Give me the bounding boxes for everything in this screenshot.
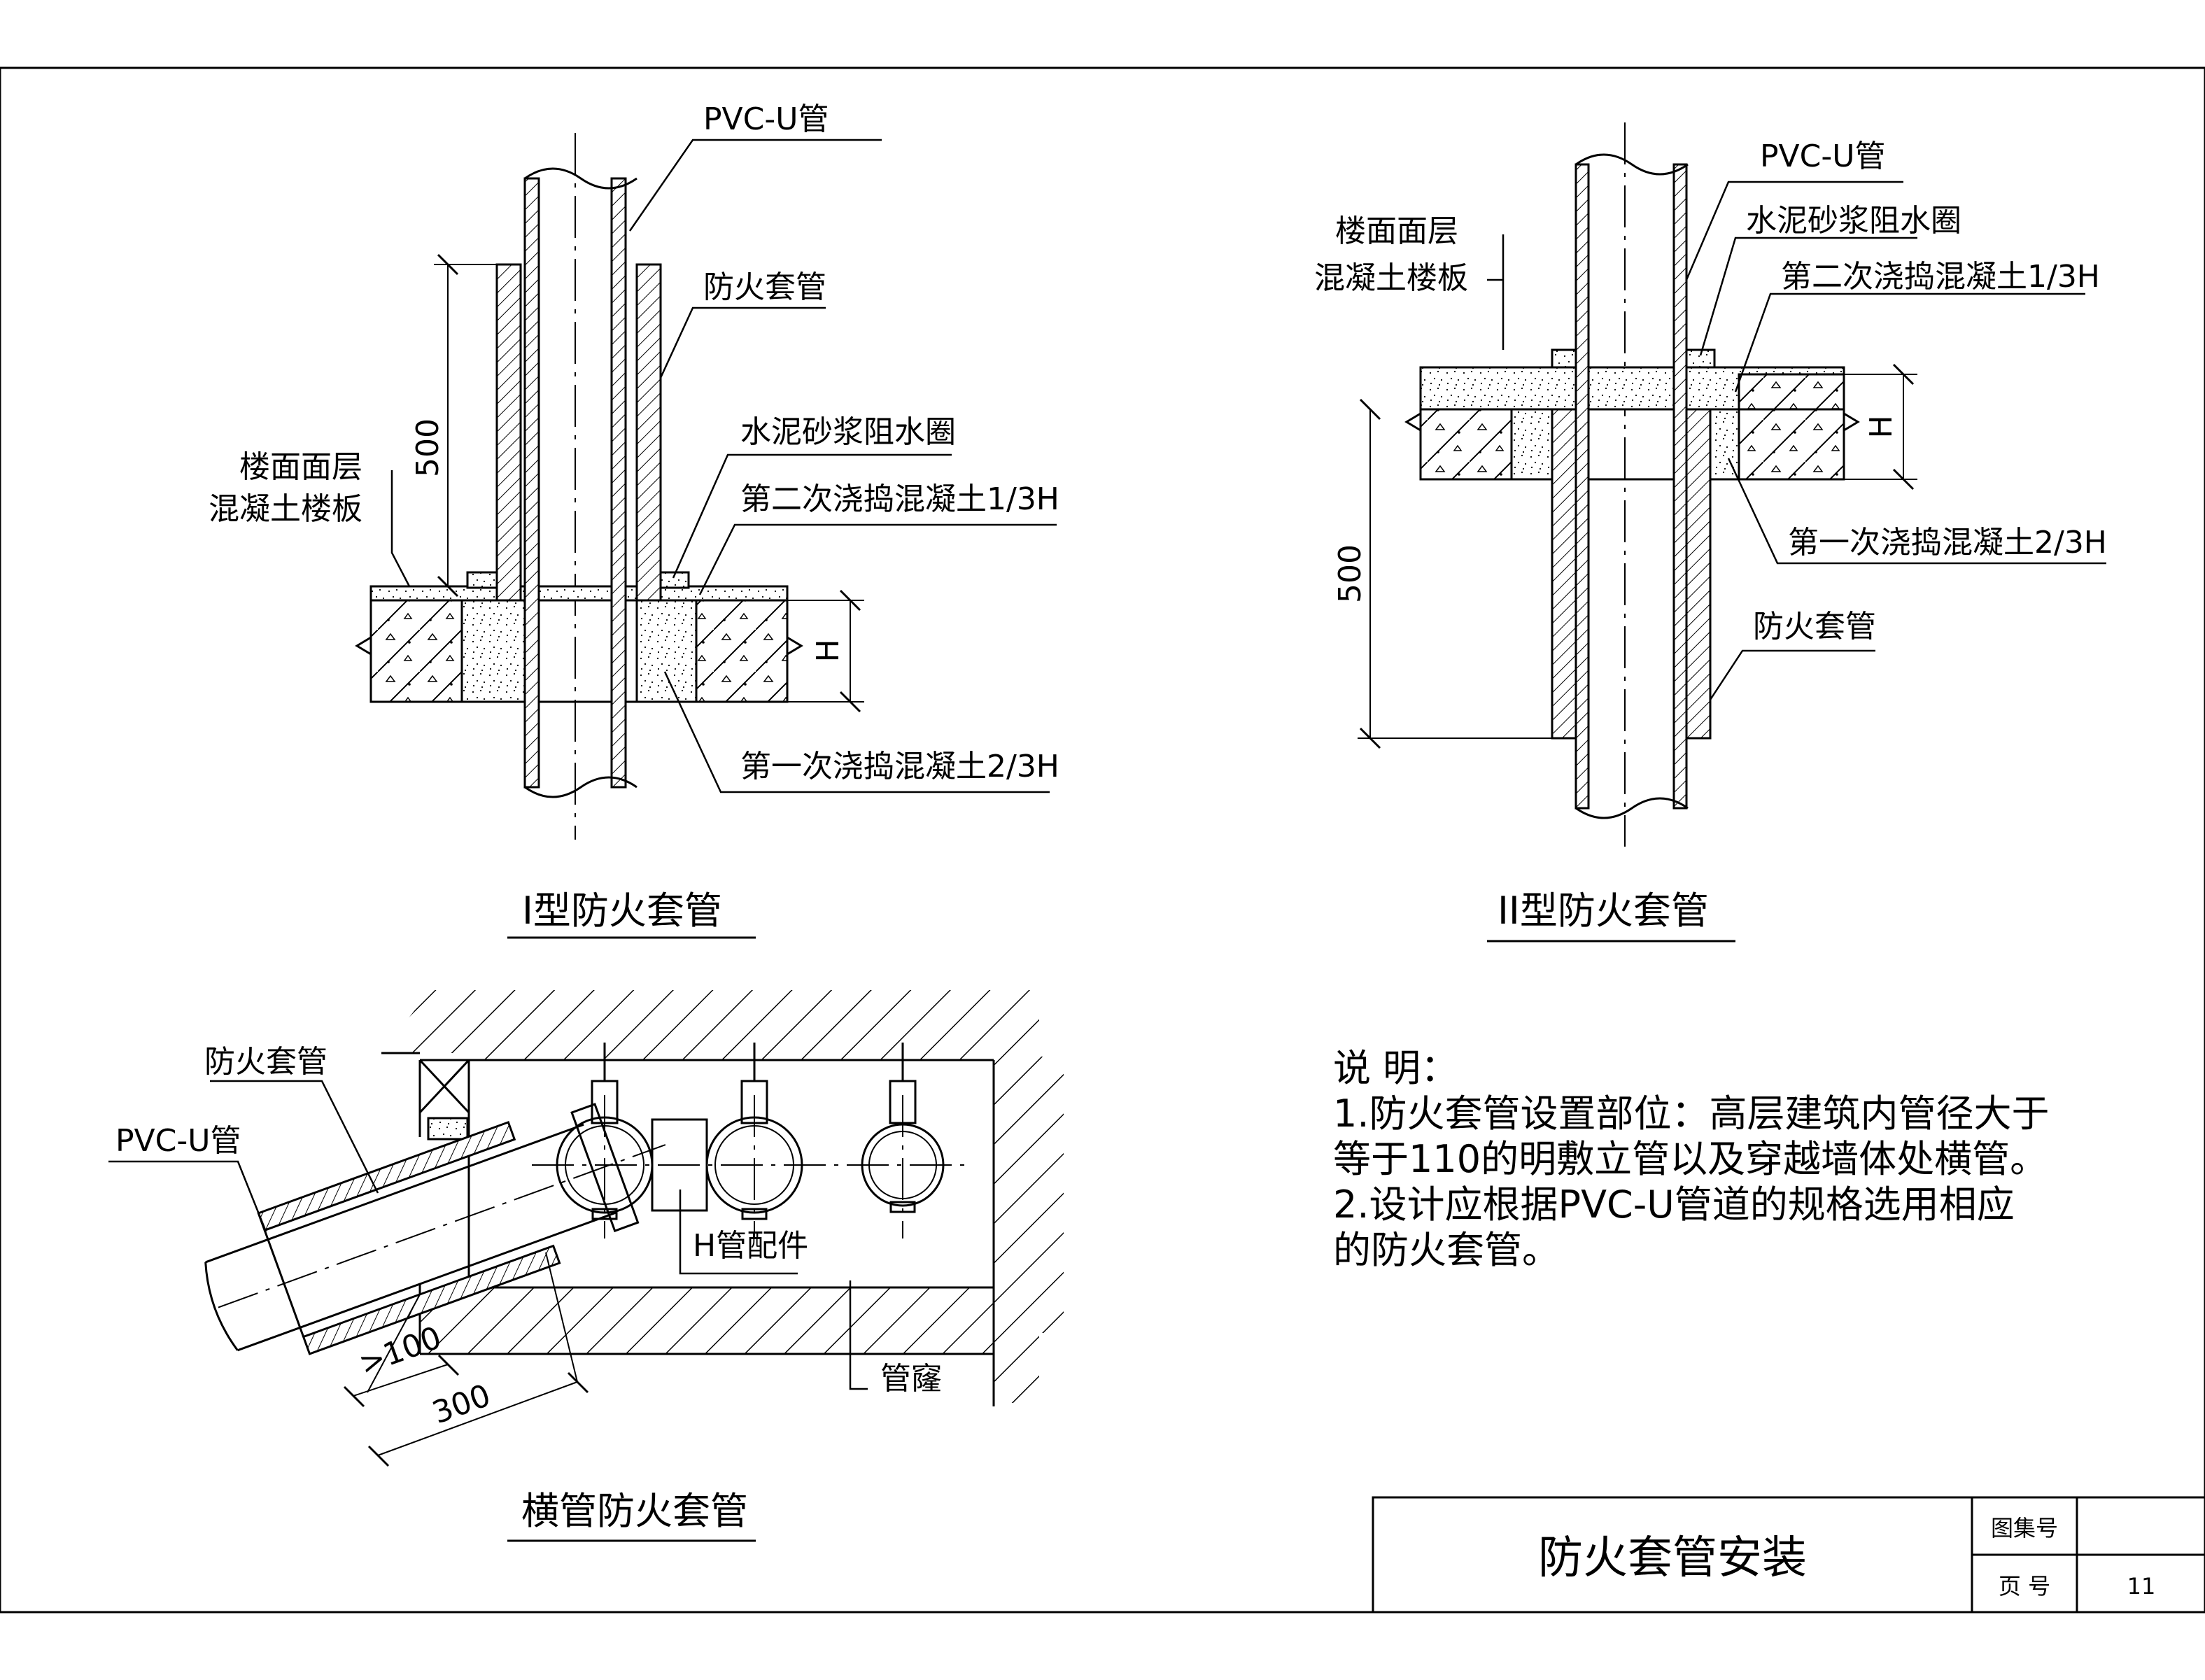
notes-line-1: 1.防火套管设置部位：高层建筑内管径大于 [1333,1092,2050,1136]
sheet-border [0,66,2205,1614]
horizontal-label-pvc: PVC-U管 [115,1123,241,1159]
horizontal-label-sleeve: 防火套管 [204,1044,327,1080]
horizontal-title: 横管防火套管 [521,1489,748,1533]
type2-label-sleeve: 防火套管 [1753,609,1876,644]
riser-pipes [532,1043,969,1238]
type1-label-floor-finish: 楼面面层 [239,449,362,485]
page-label: 页 号 [1999,1573,2050,1600]
type2-label-first-pour: 第一次浇捣混凝土2/3H [1788,525,2107,560]
type1-label-pvc: PVC-U管 [703,101,829,137]
drawing-title: 防火套管安装 [1538,1532,1807,1584]
type1-title: I型防火套管 [522,889,722,933]
horizontal-detail: >100 300 防火套管 PVC-U管 H管配件 管窿 横管防火套管 [108,990,1064,1542]
notes-block: 说 明： 1.防火套管设置部位：高层建筑内管径大于 等于110的明敷立管以及穿越… [1333,1046,2050,1272]
type1-label-second-pour: 第二次浇捣混凝土1/3H [740,481,1059,517]
type1-label-sleeve: 防火套管 [703,269,826,305]
type2-dim-h: H [1864,415,1899,438]
type2-label-slab: 混凝土楼板 [1314,260,1468,296]
horizontal-label-shaft: 管窿 [880,1361,942,1397]
horizontal-pipe [204,1103,666,1355]
horizontal-label-h-fitting: H管配件 [693,1228,808,1264]
type2-detail: 500 H PVC-U管 水泥砂浆阻水圈 第二次浇捣混凝土1/3H 第一次浇捣混… [1314,122,2107,943]
notes-line-4: 的防火套管。 [1333,1228,1560,1272]
horizontal-dim-300: 300 [428,1378,495,1432]
page-value: 11 [2127,1573,2156,1600]
notes-heading: 说 明： [1333,1046,1458,1090]
type2-label-pvc: PVC-U管 [1760,139,1885,174]
title-block: 防火套管安装 图集号 页 号 11 [1372,1496,2205,1614]
type1-detail: 500 H PVC-U管 防火套管 水泥砂浆阻水圈 第二次浇捣混凝土1/3H 第… [209,101,1059,939]
type1-label-slab: 混凝土楼板 [209,491,362,527]
type1-dim-500: 500 [410,418,446,477]
type1-dim-h: H [810,639,846,662]
notes-line-2: 等于110的明敷立管以及穿越墙体处横管。 [1333,1137,2048,1181]
type2-label-mortar: 水泥砂浆阻水圈 [1746,203,1961,239]
type2-label-floor-finish: 楼面面层 [1335,213,1458,249]
atlas-label: 图集号 [1991,1515,2058,1541]
notes-line-3: 2.设计应根据PVC-U管道的规格选用相应 [1333,1183,2015,1227]
type2-title: II型防火套管 [1498,889,1709,933]
type2-label-second-pour: 第二次浇捣混凝土1/3H [1781,259,2100,295]
type1-label-first-pour: 第一次浇捣混凝土2/3H [740,749,1059,784]
type2-dim-500: 500 [1332,544,1368,603]
type1-label-mortar: 水泥砂浆阻水圈 [740,414,956,450]
